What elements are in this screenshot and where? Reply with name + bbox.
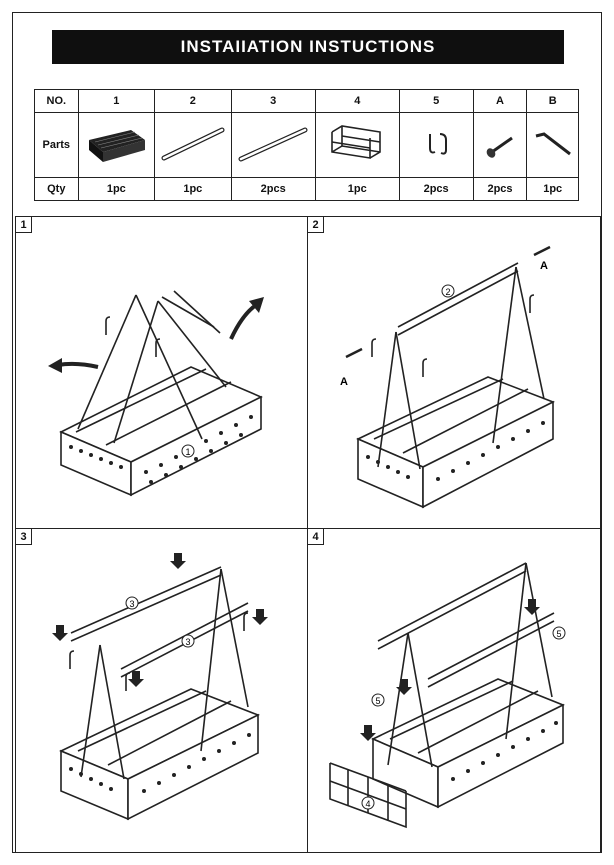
long-rod-icon <box>161 127 225 160</box>
allen-key-icon <box>535 131 571 155</box>
step-1-diagram: 1 <box>48 290 264 497</box>
part-4-image <box>314 112 400 178</box>
parts-table-image-row: Parts <box>34 112 579 178</box>
header-part-a: A <box>472 89 528 113</box>
step-2-perforations <box>366 421 545 481</box>
s-hook-icon <box>429 132 448 155</box>
rotate-arrow-left <box>57 361 99 369</box>
step-2-number: 2 <box>308 217 324 233</box>
step-3-number: 3 <box>16 529 32 545</box>
parts-table-qty-row: Qty 1pc 1pc 2pcs 1pc 2pcs 2pcs 1pc <box>34 177 579 201</box>
header-part-b: B <box>526 89 579 113</box>
rotate-arrow-right <box>229 303 258 340</box>
header-part-3: 3 <box>230 89 316 113</box>
part-b-image <box>526 112 579 178</box>
step-4-callout-circle-5-left <box>371 693 385 707</box>
screw-icon <box>486 136 513 158</box>
step-4-down-arrows <box>360 599 540 741</box>
arrow-head-left <box>48 358 62 373</box>
step-2-callout-a-left: A <box>340 376 348 388</box>
step-2-diagram: A A 2 <box>340 245 555 509</box>
step-2-screw-left <box>345 347 363 359</box>
step-3-perforations <box>69 733 251 793</box>
page-title-text: INSTAIIATION INSTUCTIONS <box>180 37 436 56</box>
header-part-1: 1 <box>77 89 156 113</box>
basket-icon <box>89 129 146 162</box>
step-3-callout-circle-lower <box>181 634 195 648</box>
step-4-callout-circle-4 <box>361 796 375 810</box>
step-3-callout-circle-upper <box>125 596 139 610</box>
wire-rack-icon <box>331 124 382 159</box>
arrow-head-right <box>249 297 264 313</box>
part-2-image <box>154 112 232 178</box>
step-4-panel: 4 5 5 4 <box>307 528 601 853</box>
qty-part-2: 1pc <box>154 177 232 201</box>
qty-part-a: 2pcs <box>472 177 528 201</box>
step-4-perforations <box>451 721 558 781</box>
step-1-number: 1 <box>16 217 32 233</box>
step-4-callout-circle-5-right <box>552 626 566 640</box>
step-4-diagram: 5 5 4 <box>329 562 566 829</box>
step-3-panel: 3 3 3 <box>15 528 308 853</box>
part-a-image <box>472 112 528 178</box>
part-1-image <box>77 112 156 178</box>
header-no: NO. <box>34 89 79 113</box>
parts-table: NO. 1 2 3 4 5 A B Parts <box>34 89 579 201</box>
qty-part-5: 2pcs <box>398 177 474 201</box>
step-2-panel: 2 A A 2 <box>307 216 601 529</box>
step-1-callout-1: 1 <box>185 447 190 457</box>
step-3-diagram: 3 3 <box>52 553 268 821</box>
part-3-image <box>230 112 316 178</box>
step-3-callout-3-upper: 3 <box>129 599 134 609</box>
step-2-screw-right <box>533 245 551 257</box>
step-2-callout-a-right: A <box>540 260 548 272</box>
qty-part-3: 2pcs <box>230 177 316 201</box>
step-2-callout-circle <box>441 284 455 298</box>
parts-table-header-row: NO. 1 2 3 4 5 A B <box>34 89 579 113</box>
header-part-2: 2 <box>154 89 232 113</box>
qty-part-4: 1pc <box>314 177 400 201</box>
step-4-number: 4 <box>308 529 324 545</box>
page-title: INSTAIIATION INSTUCTIONS <box>52 30 564 64</box>
qty-part-b: 1pc <box>526 177 579 201</box>
step-1-panel: 1 1 <box>15 216 308 529</box>
step-4-callout-4: 4 <box>365 799 370 809</box>
short-rod-icon <box>238 127 308 161</box>
parts-label: Parts <box>34 112 79 178</box>
qty-part-1: 1pc <box>77 177 156 201</box>
step-4-callout-5-left: 5 <box>375 696 380 706</box>
part-5-image <box>398 112 474 178</box>
step-4-callout-5-right: 5 <box>556 629 561 639</box>
step-1-callout-circle <box>181 444 195 458</box>
header-part-5: 5 <box>398 89 474 113</box>
header-part-4: 4 <box>314 89 400 113</box>
step-3-down-arrows <box>52 553 268 687</box>
qty-label: Qty <box>34 177 79 201</box>
step-3-callout-3-lower: 3 <box>185 637 190 647</box>
step-2-callout-2: 2 <box>445 287 450 297</box>
